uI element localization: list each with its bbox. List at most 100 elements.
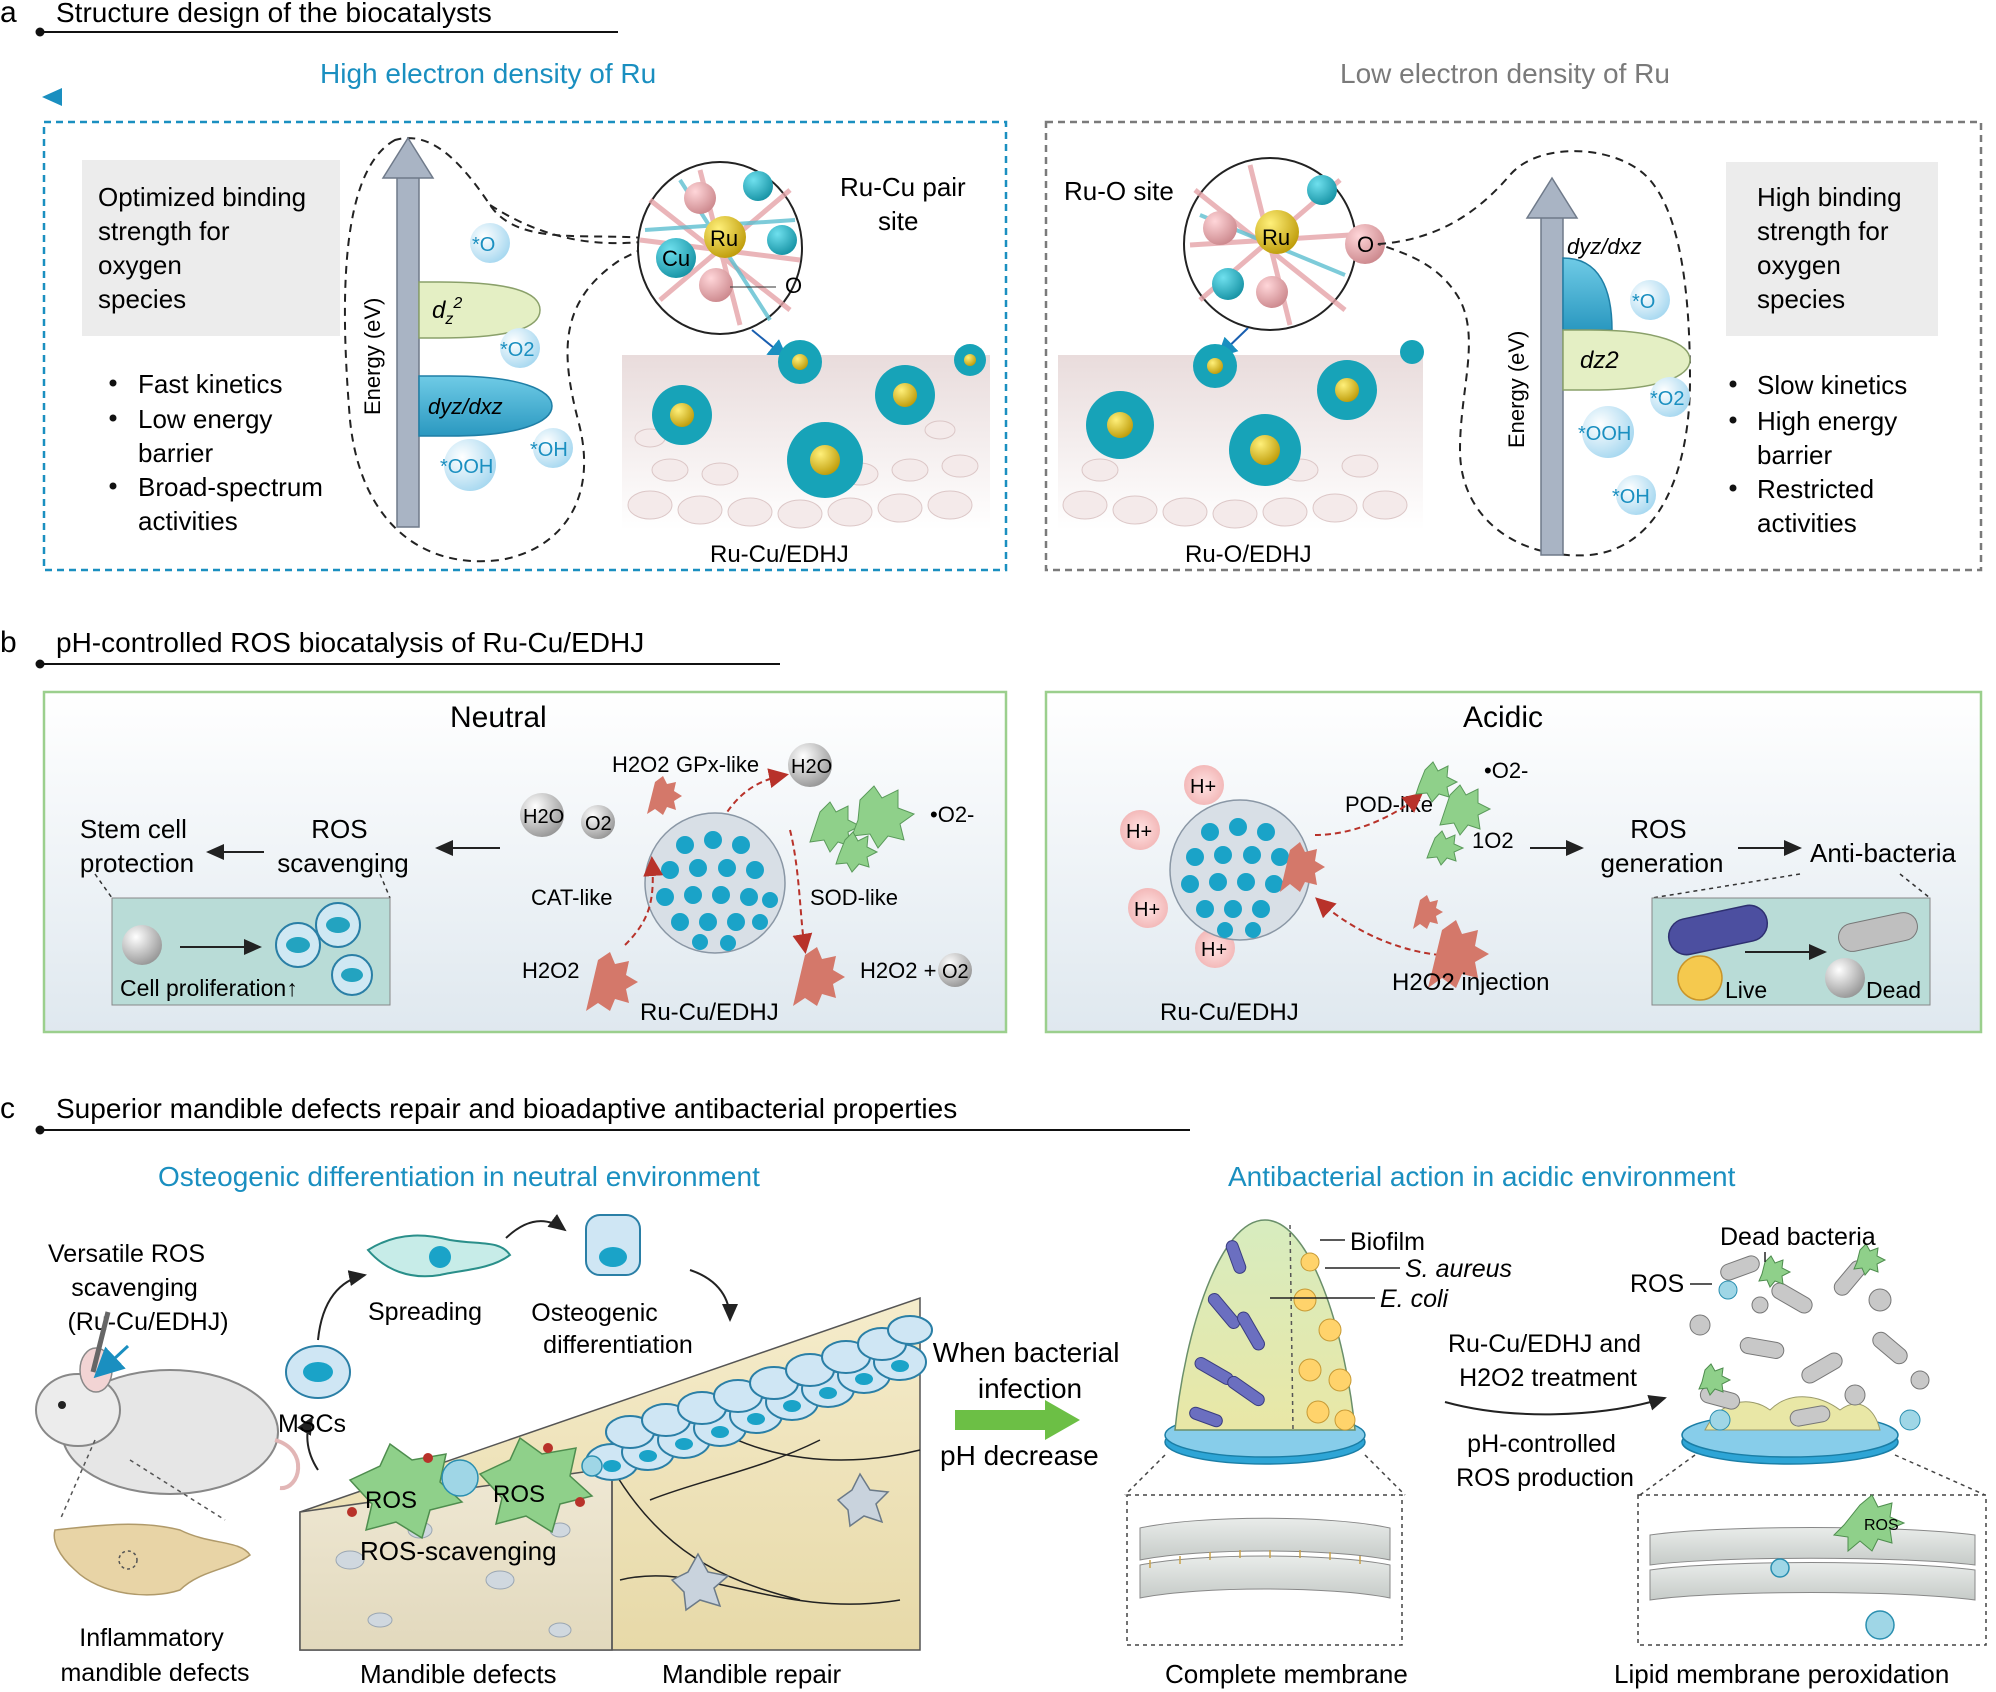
svg-text:*O: *O	[1632, 291, 1655, 313]
acidic-catalyst-label: Ru-Cu/EDHJ	[1160, 999, 1299, 1026]
panel-a-title: Structure design of the biocatalysts	[56, 0, 492, 28]
treatment-label: Ru-Cu/EDHJ and H2O2 treatment	[1448, 1330, 1648, 1392]
ph-controlled-label: pH-controlled ROS production	[1456, 1430, 1634, 1492]
svg-text:barrier: barrier	[1757, 440, 1832, 470]
lipid-peroxidation-label: Lipid membrane peroxidation	[1614, 1659, 1949, 1689]
svg-text:High energy: High energy	[1757, 406, 1897, 436]
svg-text:H+: H+	[1201, 939, 1227, 961]
neutral-catalyst-label: Ru-Cu/EDHJ	[640, 999, 779, 1026]
cat-like-label: CAT-like	[531, 885, 613, 910]
osteogenic-differentiation-label: Osteogenic differentiation	[531, 1299, 693, 1359]
ru-cu-nanoparticle-neutral	[644, 812, 786, 954]
high-electron-density-label: High electron density of Ru	[320, 58, 656, 89]
ru-o-dz2-label: dz2	[1580, 347, 1619, 374]
svg-text:Ru: Ru	[710, 226, 738, 251]
dead-bacteria-illustration	[1681, 1243, 1930, 1465]
ros-star-right-label: ROS	[493, 1481, 545, 1508]
inflammatory-mandible-label: Inflammatory mandible defects	[60, 1624, 249, 1687]
transition-arrow	[955, 1410, 1047, 1430]
gpx-h2o2-label: H2O2	[612, 752, 669, 777]
svg-text:barrier: barrier	[138, 438, 213, 468]
ros-star-left-label: ROS	[365, 1487, 417, 1514]
svg-text:Low energy: Low energy	[138, 404, 272, 434]
gpx-like-label: GPx-like	[676, 752, 759, 777]
ru-cu-site-label: Ru-Cu pair site	[840, 172, 973, 236]
neutral-header: Neutral	[450, 701, 547, 734]
svg-text:activities: activities	[1757, 508, 1857, 538]
panel-a-letter: a	[0, 0, 17, 29]
ru-o-energy-axis-label: Energy (eV)	[1504, 331, 1529, 448]
spreading-label: Spreading	[368, 1298, 482, 1326]
sod-product-label: H2O2 +	[860, 958, 936, 983]
when-bacterial-label: When bacterial infection	[933, 1337, 1128, 1404]
panel-c-title: Superior mandible defects repair and bio…	[56, 1093, 957, 1124]
osteogenic-subtitle: Osteogenic differentiation in neutral en…	[158, 1161, 760, 1192]
h2o-molecule-label: H2O	[523, 806, 564, 828]
s-aureus-label: S. aureus	[1405, 1255, 1512, 1283]
ru-cu-bullets: Fast kinetics Low energy barrier Broad-s…	[109, 369, 323, 536]
e-coli-label: E. coli	[1380, 1285, 1450, 1313]
dyz-dxz-orbital	[418, 375, 553, 437]
panel-b: b pH-controlled ROS biocatalysis of Ru-C…	[0, 626, 1983, 1034]
svg-text:H+: H+	[1134, 899, 1160, 921]
svg-text:*OH: *OH	[530, 439, 568, 461]
dz2-orbital	[418, 281, 541, 339]
svg-text:*OOH: *OOH	[440, 456, 493, 478]
dead-bacteria-label: Dead bacteria	[1720, 1223, 1876, 1251]
osteocytes	[670, 1472, 890, 1612]
energy-axis-arrow	[396, 174, 420, 528]
ru-o-dyz-label: dyz/dxz	[1567, 234, 1642, 259]
svg-text:O: O	[785, 273, 802, 298]
ru-cu-atomic-site: Cu Ru O	[637, 161, 803, 335]
ru-o-dz2-orbital	[1562, 329, 1691, 391]
biofilm-label: Biofilm	[1350, 1228, 1425, 1256]
svg-text:Cu: Cu	[662, 246, 690, 271]
ru-o-property-box	[1726, 162, 1938, 336]
energy-axis-label: Energy (eV)	[360, 298, 385, 415]
svg-text:*O2: *O2	[1650, 388, 1684, 410]
ru-o-site-label: Ru-O site	[1064, 176, 1174, 206]
ros-products-acidic	[1415, 761, 1492, 866]
panel-a: a Structure design of the biocatalysts H…	[0, 0, 1985, 572]
ros-inset-label: ROS	[1864, 1517, 1899, 1534]
ru-o-box	[1044, 120, 1983, 572]
mouse-illustration	[35, 1311, 301, 1596]
mscs-label: MSCs	[278, 1410, 346, 1438]
stem-cell-protection-label: Stem cell protection	[80, 814, 194, 878]
complete-membrane-label: Complete membrane	[1165, 1659, 1408, 1689]
ros-label-right: ROS	[1630, 1270, 1684, 1298]
ros-generation-label: ROS generation	[1601, 814, 1724, 878]
ru-cu-box	[42, 120, 1008, 572]
osteogenic-cell	[585, 1214, 641, 1276]
mandible-defects-label: Mandible defects	[360, 1659, 557, 1689]
svg-text:Fast kinetics: Fast kinetics	[138, 369, 283, 399]
svg-text:Slow kinetics: Slow kinetics	[1757, 370, 1907, 400]
ph-decrease-label: pH decrease	[940, 1440, 1099, 1471]
panel-c-letter: c	[0, 1092, 15, 1125]
mandible-repair-label: Mandible repair	[662, 1659, 842, 1689]
sod-o2-product: O2	[942, 961, 969, 983]
svg-text:H+: H+	[1126, 821, 1152, 843]
sod-like-label: SOD-like	[810, 885, 898, 910]
o2-molecule-label: O2	[585, 813, 612, 835]
acidic-header: Acidic	[1463, 701, 1543, 734]
svg-text:*OH: *OH	[1612, 486, 1650, 508]
cat-h2o2-label: H2O2	[522, 958, 579, 983]
svg-text:*OOH: *OOH	[1578, 423, 1631, 445]
svg-text:Restricted: Restricted	[1757, 474, 1874, 504]
h2o2-injection-label: H2O2 injection	[1392, 969, 1549, 996]
acidic-superoxide-label: •O2-	[1484, 758, 1528, 783]
svg-text:*O2: *O2	[500, 339, 534, 361]
svg-text:O: O	[1357, 232, 1374, 257]
ru-o-dyz-orbital	[1562, 257, 1613, 331]
dead-label: Dead	[1866, 977, 1921, 1003]
dyz-dxz-label: dyz/dxz	[428, 394, 503, 419]
panel-b-letter: b	[0, 626, 17, 659]
panel-c: c Superior mandible defects repair and b…	[0, 1092, 1987, 1689]
svg-text:Ru: Ru	[1262, 225, 1290, 250]
svg-text:activities: activities	[138, 506, 238, 536]
ros-star-right	[478, 1436, 594, 1534]
ru-o-bullets: Slow kinetics High energy barrier Restri…	[1729, 370, 1907, 538]
ru-o-surface-image	[1058, 340, 1424, 530]
